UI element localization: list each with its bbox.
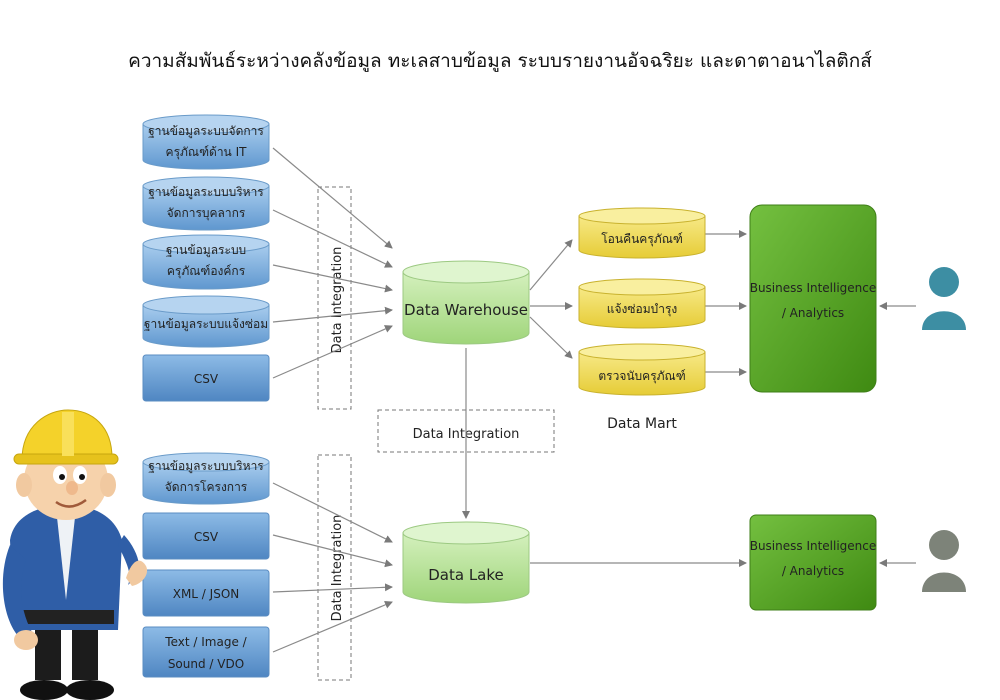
user-icon (922, 267, 966, 330)
integration-box-bottom (317, 454, 352, 681)
source-db-hr: ฐานข้อมูลระบบบริหาร จัดการบุคลากร (142, 176, 270, 231)
bi-label: Business Intelligence (750, 539, 877, 553)
source-db-label: จัดการโครงการ (165, 480, 248, 494)
integration-label-bottom: Data Integration (330, 515, 345, 622)
data-mart-label: แจ้งซ่อมบำรุง (607, 302, 678, 317)
source-db-label: ฐานข้อมูลระบบ (166, 243, 246, 258)
flow-arrows (272, 147, 916, 653)
data-mart-caption: Data Mart (607, 416, 677, 432)
bi-analytics-top: Business Intelligence / Analytics (749, 204, 877, 393)
data-mart-inventory: ตรวจนับครุภัณฑ์ (578, 343, 706, 396)
page-title: ความสัมพันธ์ระหว่างคลังข้อมูล ทะเลสาบข้อ… (128, 50, 872, 72)
source-db-label: จัดการบุคลากร (167, 206, 246, 221)
user-icon (922, 530, 966, 592)
data-mart-return: โอนคืนครุภัณฑ์ (578, 207, 706, 259)
data-lake-db: Data Lake (402, 521, 530, 604)
worker-mascot-icon (2, 409, 148, 700)
source-file-label: Sound / VDO (168, 657, 244, 671)
integration-box-top (317, 186, 352, 410)
integration-label-top: Data Integration (330, 247, 345, 354)
source-db-label: ครุภัณฑ์องค์กร (167, 264, 246, 279)
data-warehouse-label: Data Warehouse (404, 301, 528, 319)
bi-label: Business Intelligence (750, 281, 877, 295)
source-file-media: Text / Image / Sound / VDO (142, 626, 270, 678)
source-db-label: ฐานข้อมูลระบบบริหาร (148, 459, 264, 474)
source-db-org-assets: ฐานข้อมูลระบบ ครุภัณฑ์องค์กร (142, 234, 270, 290)
source-db-repair: ฐานข้อมูลระบบแจ้งซ่อม (142, 295, 270, 348)
source-db-projects: ฐานข้อมูลระบบบริหาร จัดการโครงการ (142, 452, 270, 505)
source-file-csv-bottom: CSV (142, 512, 270, 560)
source-db-it-assets: ฐานข้อมูลระบบจัดการ ครุภัณฑ์ด้าน IT (142, 114, 270, 170)
bi-label: / Analytics (782, 306, 844, 320)
data-mart-label: ตรวจนับครุภัณฑ์ (598, 369, 685, 384)
source-file-label: XML / JSON (173, 587, 240, 601)
source-file-csv-top: CSV (142, 354, 270, 402)
bi-analytics-bottom: Business Intelligence / Analytics (749, 514, 877, 611)
source-file-xml-json: XML / JSON (142, 569, 270, 617)
data-lake-label: Data Lake (428, 566, 504, 584)
data-warehouse-db: Data Warehouse (402, 260, 530, 345)
data-mart-repair: แจ้งซ่อมบำรุง (578, 278, 706, 329)
source-db-label: ฐานข้อมูลระบบจัดการ (148, 124, 264, 139)
source-file-label: CSV (194, 530, 219, 544)
bi-label: / Analytics (782, 564, 844, 578)
source-db-label: ครุภัณฑ์ด้าน IT (166, 145, 248, 160)
source-file-label: Text / Image / (164, 635, 247, 649)
source-db-label: ฐานข้อมูลระบบบริหาร (148, 185, 264, 200)
source-file-label: CSV (194, 372, 219, 386)
source-db-label: ฐานข้อมูลระบบแจ้งซ่อม (144, 317, 268, 332)
data-mart-label: โอนคืนครุภัณฑ์ (601, 232, 683, 247)
